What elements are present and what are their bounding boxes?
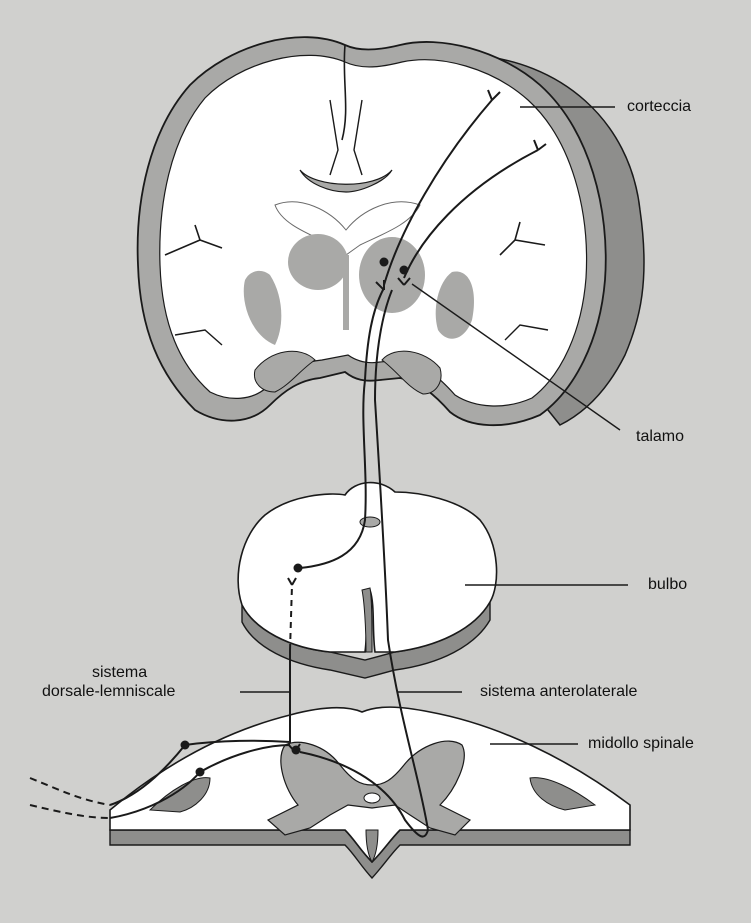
label-dorsal-system-line1: sistema <box>92 664 147 682</box>
thalamus-cell-2 <box>400 266 409 275</box>
peripheral-fiber-lower <box>30 805 110 818</box>
thalamus-nucleus <box>359 237 425 313</box>
drg-cell-2 <box>196 768 205 777</box>
dorsal-horn-cell <box>292 746 301 755</box>
label-anterolateral-system: sistema anterolaterale <box>480 683 637 701</box>
central-canal-spinal <box>364 793 380 803</box>
brain-coronal-section <box>138 37 644 425</box>
thalamus-cell-1 <box>380 258 389 267</box>
label-dorsal-system-line2: dorsale-lemniscale <box>42 683 175 701</box>
label-spinal-cord: midollo spinale <box>588 735 694 753</box>
left-caudate <box>288 234 348 290</box>
label-cortex: corteccia <box>627 98 691 116</box>
medulla-section <box>238 483 496 678</box>
label-medulla: bulbo <box>648 576 687 594</box>
medulla-nucleus-cell <box>294 564 303 573</box>
drg-cell-1 <box>181 741 190 750</box>
label-thalamus: talamo <box>636 428 684 446</box>
peripheral-fiber-upper <box>30 778 110 805</box>
spinal-cord-section <box>110 707 630 878</box>
